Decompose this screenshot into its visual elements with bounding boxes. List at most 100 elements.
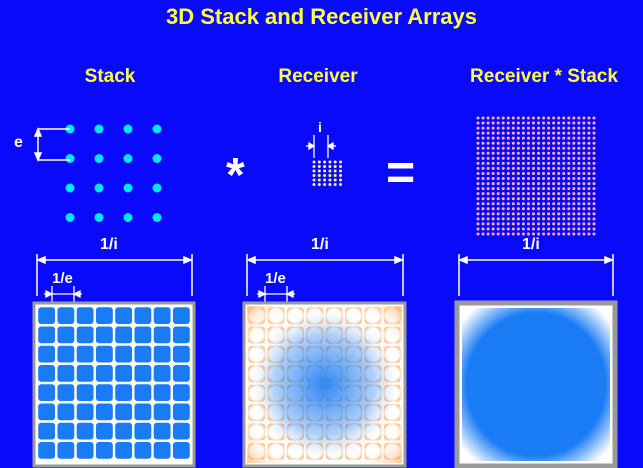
product-dot: [542, 182, 546, 186]
product-dot: [577, 166, 581, 170]
stack-tile: [134, 345, 152, 363]
product-dot: [587, 227, 591, 231]
receiver-tile-pitch-label: 1/e: [265, 270, 286, 287]
product-dot: [572, 182, 576, 186]
product-dot: [572, 171, 576, 175]
product-dot: [516, 192, 520, 196]
product-dot: [511, 202, 515, 206]
product-dot: [577, 217, 581, 221]
stack-tile: [76, 345, 94, 363]
product-dot: [506, 207, 510, 211]
product-dot: [562, 212, 566, 216]
product-dot: [537, 151, 541, 155]
product-dot: [491, 161, 495, 165]
stack-tile: [76, 384, 94, 402]
product-dot: [481, 141, 485, 145]
product-dot: [531, 197, 535, 201]
product-dot: [542, 136, 546, 140]
product-dot: [537, 212, 541, 216]
product-dot: [567, 202, 571, 206]
product-dot: [587, 151, 591, 155]
receiver-dot-array: [312, 160, 342, 186]
receiver-dot: [317, 169, 321, 173]
product-dot: [537, 141, 541, 145]
product-dot: [496, 232, 500, 236]
product-dot: [542, 197, 546, 201]
product-dot: [552, 202, 556, 206]
product-dot: [526, 121, 530, 125]
product-dot: [531, 212, 535, 216]
product-dot: [521, 126, 525, 130]
product-dot: [537, 166, 541, 170]
product-dot: [557, 187, 561, 191]
product-dot: [582, 187, 586, 191]
stack-dot-array: [65, 124, 162, 222]
product-dot: [592, 192, 596, 196]
product-dot: [592, 121, 596, 125]
stack-dot: [94, 154, 104, 163]
product-dot: [521, 141, 525, 145]
product-dot: [526, 207, 530, 211]
product-dot: [476, 227, 480, 231]
product-dot: [557, 222, 561, 226]
product-dot: [587, 187, 591, 191]
stack-tile: [153, 384, 171, 402]
product-dot: [486, 116, 490, 120]
product-dot: [491, 141, 495, 145]
product-dot: [582, 212, 586, 216]
stack-tile: [172, 307, 190, 325]
product-dot: [491, 197, 495, 201]
product-dot: [537, 207, 541, 211]
product-dot: [501, 217, 505, 221]
product-dot: [506, 161, 510, 165]
product-dot: [552, 177, 556, 181]
product-dot: [491, 202, 495, 206]
product-dot: [587, 141, 591, 145]
product-dot: [501, 146, 505, 150]
product-dot: [537, 182, 541, 186]
receiver-dot: [333, 160, 337, 164]
product-dot: [526, 232, 530, 236]
product-dot: [582, 156, 586, 160]
product-dot: [491, 156, 495, 160]
product-dot: [587, 217, 591, 221]
product-dot: [572, 126, 576, 130]
product-dot: [496, 227, 500, 231]
product-dot: [557, 151, 561, 155]
product-dot: [486, 121, 490, 125]
product-dot: [567, 131, 571, 135]
product-dot: [486, 227, 490, 231]
product-dot: [491, 126, 495, 130]
product-dot: [587, 232, 591, 236]
product-dot: [531, 222, 535, 226]
product-dot: [521, 131, 525, 135]
product-dot: [577, 227, 581, 231]
product-dot: [491, 166, 495, 170]
product-dot: [516, 161, 520, 165]
product-dot: [542, 212, 546, 216]
product-dot: [577, 202, 581, 206]
product-dot: [486, 141, 490, 145]
product-dot: [587, 197, 591, 201]
product-dot: [582, 182, 586, 186]
product-dot: [577, 171, 581, 175]
product-dot: [542, 141, 546, 145]
product-dot: [572, 146, 576, 150]
product-dot: [547, 146, 551, 150]
stack-tile: [38, 345, 56, 363]
product-dot: [557, 171, 561, 175]
product-dot: [547, 121, 551, 125]
product-dot: [572, 222, 576, 226]
product-dot: [577, 116, 581, 120]
stack-width-dimension: [36, 254, 193, 296]
product-dot: [491, 232, 495, 236]
product-dot: [521, 121, 525, 125]
product-dot: [572, 217, 576, 221]
product-dot: [557, 136, 561, 140]
product-dot: [562, 116, 566, 120]
product-dot: [496, 192, 500, 196]
stack-dot: [65, 213, 75, 222]
stack-tile: [57, 422, 75, 440]
product-dot: [572, 141, 576, 145]
product-dot: [572, 151, 576, 155]
